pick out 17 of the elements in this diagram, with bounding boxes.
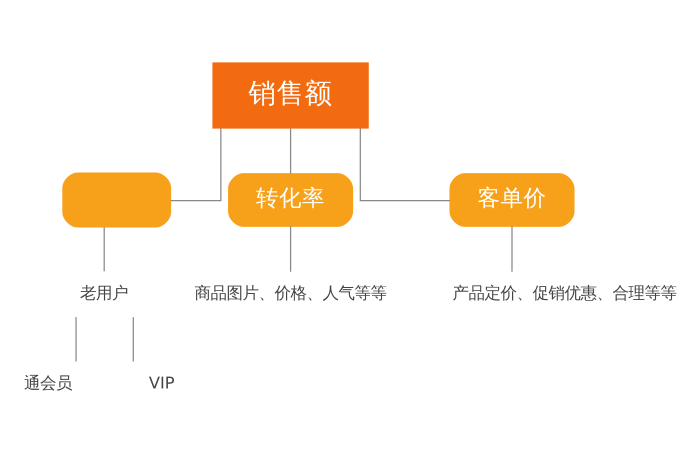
node-box: 转化率 — [228, 173, 354, 227]
node-text: VIP — [148, 374, 175, 393]
connector — [75, 317, 77, 362]
node-text: 商品图片、价格、人气等等 — [194, 284, 387, 303]
node-box: 客单价 — [449, 173, 575, 227]
connector — [170, 128, 222, 202]
connector — [132, 317, 134, 362]
connector — [104, 227, 105, 272]
connector — [290, 128, 292, 174]
node-box — [62, 172, 172, 228]
node-text: 通会员 — [24, 374, 72, 393]
node-text: 产品定价、促销优惠、合理等等 — [452, 284, 677, 303]
connector — [511, 226, 513, 272]
node-box: 销售额 — [212, 62, 369, 129]
connector — [290, 226, 292, 272]
connector — [360, 128, 450, 202]
node-text: 老用户 — [80, 284, 128, 303]
